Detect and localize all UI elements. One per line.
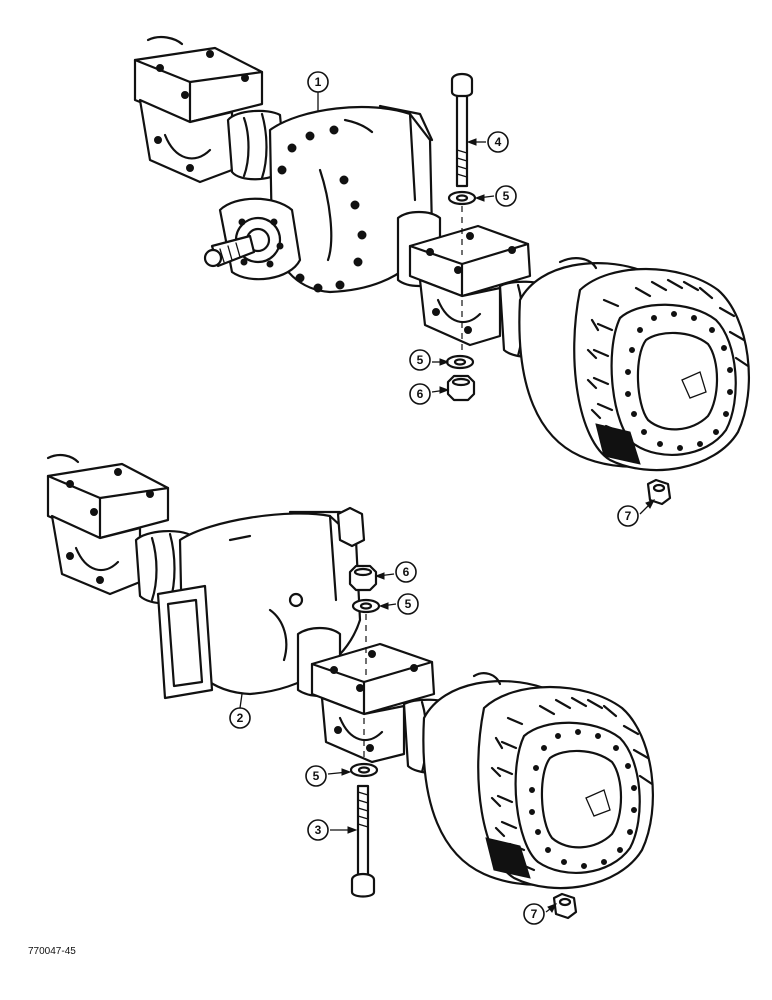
upper-washer-top xyxy=(447,190,477,206)
callout-number: 1 xyxy=(315,75,322,89)
callout-3: 3 xyxy=(307,819,358,841)
lower-right-mount-pad xyxy=(310,642,436,764)
callout-7-upper: 7 xyxy=(617,499,656,527)
callout-number: 5 xyxy=(417,353,424,367)
lower-left-mount-pad xyxy=(46,462,170,596)
callout-7-lower: 7 xyxy=(523,903,558,925)
callout-1: 1 xyxy=(307,71,329,112)
callout-2: 2 xyxy=(229,693,251,729)
lower-axle-assembly xyxy=(46,453,654,920)
figure-id: 770047-45 xyxy=(28,946,76,957)
callout-number: 5 xyxy=(405,597,412,611)
lower-nut-6-top xyxy=(348,564,378,592)
upper-bolt-4 xyxy=(450,72,474,188)
upper-washer-bottom xyxy=(445,354,475,370)
lower-hub-bolt-circle xyxy=(529,729,637,869)
upper-hub-bolt-circle xyxy=(625,311,733,451)
callout-5-upper-bottom: 5 xyxy=(409,349,450,371)
lower-washer-top xyxy=(351,598,381,614)
upper-input-flange xyxy=(203,197,302,281)
upper-nut-6 xyxy=(446,374,476,402)
upper-right-mount-pad xyxy=(408,224,532,347)
upper-left-mount-pad xyxy=(133,46,264,184)
callout-5-upper-top: 5 xyxy=(474,185,517,207)
lower-wheel-hub xyxy=(422,672,654,890)
callout-4: 4 xyxy=(466,131,509,153)
lower-bolt-3 xyxy=(350,784,376,898)
upper-axle-housing xyxy=(268,104,434,294)
callout-number: 7 xyxy=(625,509,632,523)
callout-5-lower-top: 5 xyxy=(378,593,419,615)
callout-number: 6 xyxy=(417,387,424,401)
callout-number: 3 xyxy=(315,823,322,837)
upper-hub-studs xyxy=(592,278,750,454)
lower-washer-bottom xyxy=(349,762,379,778)
callout-number: 7 xyxy=(531,907,538,921)
upper-wheel-nut-7 xyxy=(646,478,672,506)
lower-hub-studs xyxy=(496,696,654,872)
callout-number: 5 xyxy=(313,769,320,783)
lower-wheel-nut-7 xyxy=(552,892,578,920)
upper-wheel-hub xyxy=(518,257,750,472)
callout-number: 4 xyxy=(495,135,502,149)
callout-6-upper: 6 xyxy=(409,383,450,405)
callout-6-lower: 6 xyxy=(374,561,417,583)
callout-number: 2 xyxy=(237,711,244,725)
callout-5-lower-bottom: 5 xyxy=(305,765,352,787)
callout-number: 6 xyxy=(403,565,410,579)
upper-axle-assembly xyxy=(133,35,750,506)
callout-number: 5 xyxy=(503,189,510,203)
